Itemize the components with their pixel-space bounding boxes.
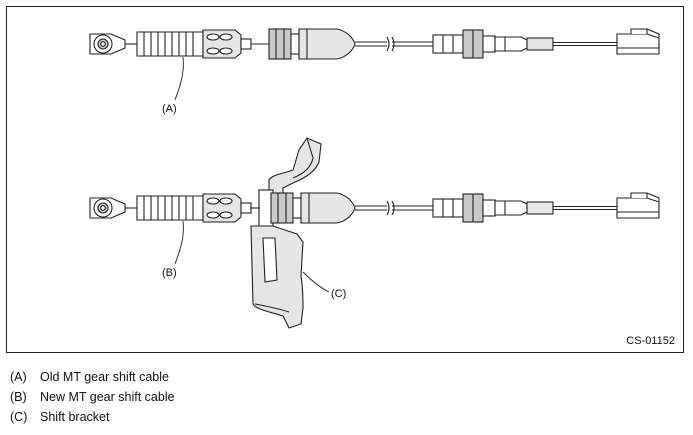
- legend-text: Shift bracket: [40, 410, 110, 424]
- cable-taper-housing: [298, 28, 356, 60]
- shift-bracket-drawing: [250, 137, 322, 329]
- cable-connector-end: [616, 192, 660, 219]
- cable-hex-nut: [268, 28, 300, 60]
- callout-b-label: (B): [162, 267, 177, 279]
- legend-text: Old MT gear shift cable: [40, 370, 169, 384]
- callout-c-leader: [302, 271, 330, 293]
- figure-code: CS-01152: [626, 335, 675, 347]
- legend-item: (B) New MT gear shift cable: [10, 390, 175, 405]
- cable-adjuster: [432, 29, 554, 59]
- old-shift-cable-drawing: [89, 28, 660, 101]
- cable-adjuster: [432, 193, 554, 223]
- cable-eye-end: [89, 197, 126, 219]
- figure-drawing: [89, 28, 660, 329]
- cable-sleeve: [202, 29, 242, 59]
- cable-sleeve: [202, 193, 242, 223]
- figure-frame: (A) (B) (C) CS-01152: [6, 6, 684, 353]
- callout-a-leader: [174, 56, 184, 101]
- cable-boot-bellows: [136, 195, 204, 221]
- legend-key: (C): [10, 410, 28, 424]
- legend-key: (A): [10, 370, 27, 384]
- callout-c-label: (C): [331, 288, 347, 300]
- new-shift-cable-drawing: [89, 137, 660, 329]
- cable-connector-end: [616, 28, 660, 55]
- callout-a-label: (A): [162, 103, 177, 115]
- legend-item: (C) Shift bracket: [10, 410, 109, 425]
- cable-taper-housing: [300, 192, 356, 224]
- cable-eye-end: [89, 33, 126, 55]
- legend-key: (B): [10, 390, 27, 404]
- callout-b-leader: [174, 220, 184, 265]
- legend-text: New MT gear shift cable: [40, 390, 175, 404]
- cable-hex-nut: [270, 192, 302, 224]
- cable-boot-bellows: [136, 31, 204, 57]
- legend-item: (A) Old MT gear shift cable: [10, 370, 169, 385]
